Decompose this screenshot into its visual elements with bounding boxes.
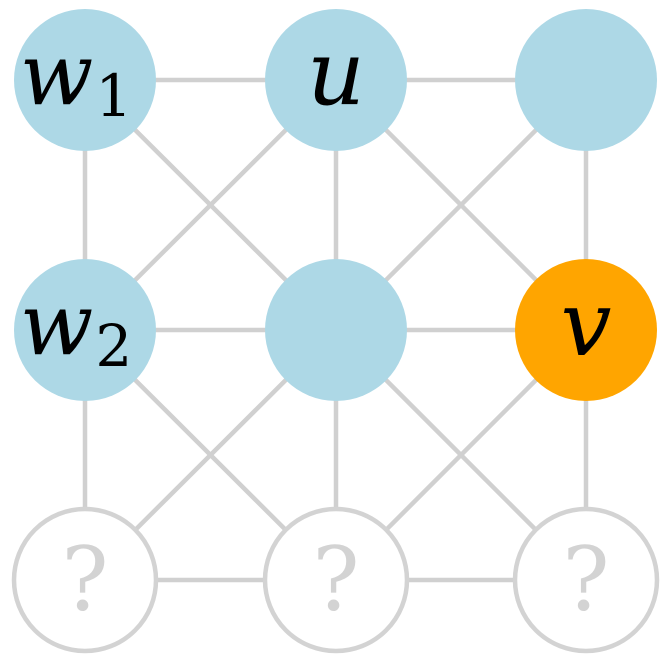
node-center-circle — [265, 259, 407, 401]
node-bottom-left: ? — [11, 506, 159, 654]
node-v-label: v — [561, 272, 612, 377]
node-bottom-left-question-mark: ? — [61, 528, 108, 631]
node-w1-label: w1 — [20, 25, 133, 130]
node-bottom-right-circle — [512, 506, 660, 654]
node-bottom-right: ? — [512, 506, 660, 654]
node-bottom-center-question-mark: ? — [312, 528, 359, 631]
node-top-right-circle — [515, 9, 657, 151]
nodes: w1 u w2 v ? ? ? — [11, 9, 660, 654]
node-w2-label: w2 — [20, 275, 133, 380]
node-w1: w1 — [14, 9, 156, 151]
node-top-right — [515, 9, 657, 151]
node-u-label: u — [307, 21, 365, 126]
node-u-circle — [265, 9, 407, 151]
node-bottom-right-question-mark: ? — [562, 528, 609, 631]
node-v-circle — [515, 259, 657, 401]
node-bottom-left-circle — [11, 506, 159, 654]
node-w1-circle — [14, 9, 156, 151]
node-center — [265, 259, 407, 401]
node-bottom-center: ? — [262, 506, 410, 654]
node-v: v — [515, 259, 657, 401]
node-w2-circle — [14, 259, 156, 401]
node-u: u — [265, 9, 407, 151]
node-bottom-center-circle — [262, 506, 410, 654]
node-w2: w2 — [14, 259, 156, 401]
